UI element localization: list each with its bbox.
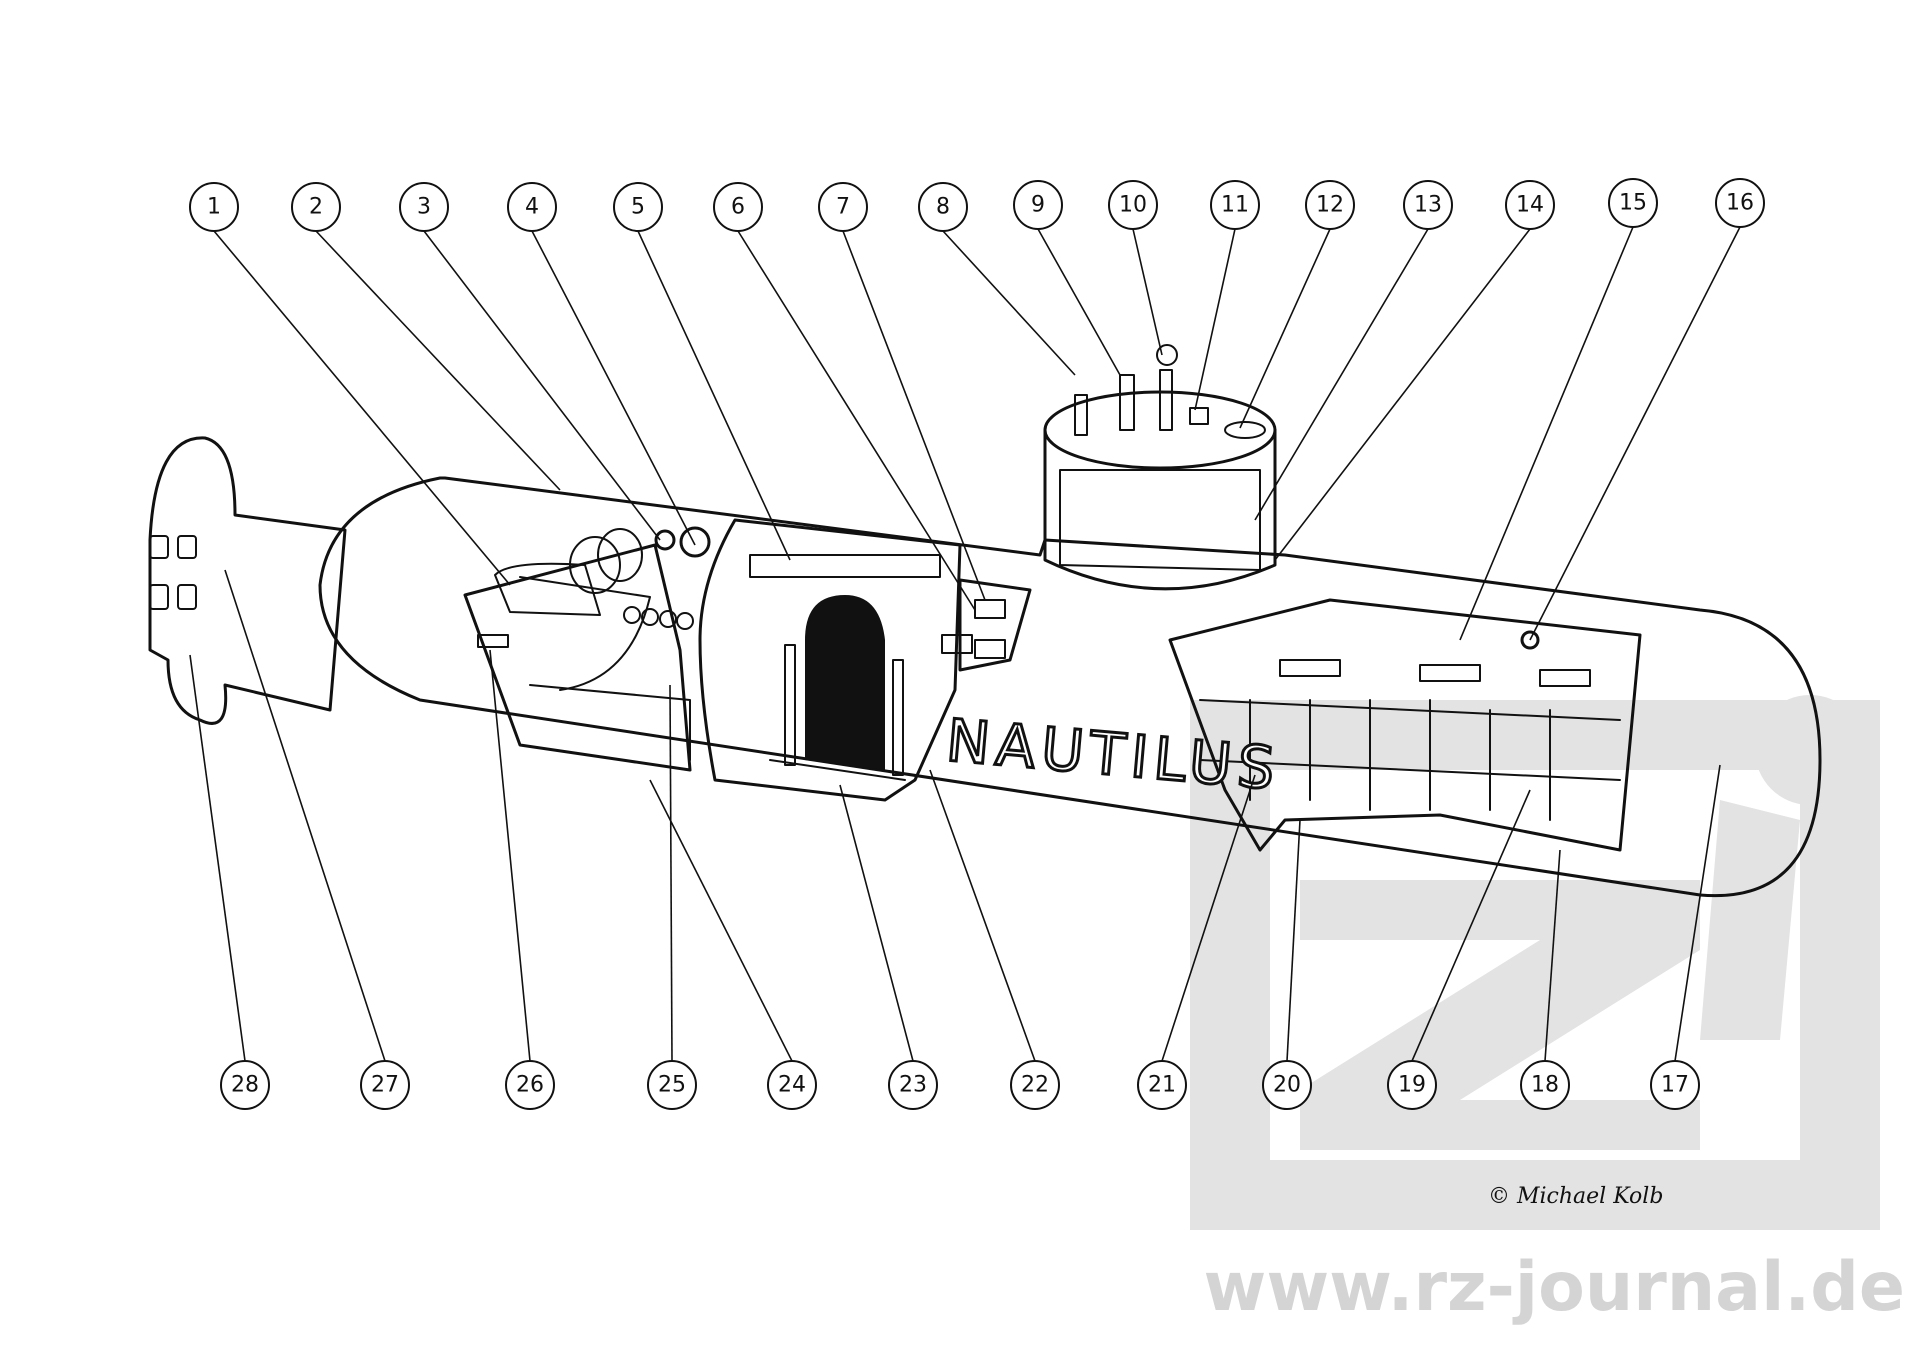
callout-bubble-7 [818,182,868,232]
callout-bubble-19 [1387,1060,1437,1110]
callout-bubble-10 [1108,180,1158,230]
callout-bubble-12 [1305,180,1355,230]
callout-bubble-1 [189,182,239,232]
callout-bubble-26 [505,1060,555,1110]
leader-line-18 [1544,849,1561,1062]
conning-tower [1043,344,1277,591]
callout-bubble-6 [713,182,763,232]
aft-cutaway [1168,598,1642,852]
leader-line-2 [315,230,561,491]
callout-number-21: 21 [1148,1073,1176,1098]
callout-bubble-8 [918,182,968,232]
callout-number-8: 8 [936,195,950,220]
callout-bubble-14 [1505,180,1555,230]
callout-number-11: 11 [1221,193,1249,218]
leader-line-13 [1254,228,1429,521]
leader-line-1 [213,230,511,586]
callout-bubble-22 [1010,1060,1060,1110]
callout-number-12: 12 [1316,193,1344,218]
callout-bubble-15 [1608,178,1658,228]
leader-line-3 [423,230,661,541]
leader-line-14 [1274,228,1531,561]
callout-number-4: 4 [525,195,539,220]
leader-line-5 [637,230,791,561]
callout-bubble-27 [360,1060,410,1110]
callout-bubble-28 [220,1060,270,1110]
leader-line-6 [737,230,976,611]
leader-line-8 [942,230,1076,376]
leader-lines [189,226,1741,1062]
callout-number-15: 15 [1619,191,1647,216]
leader-line-15 [1459,226,1634,641]
leader-line-4 [531,230,696,546]
callout-bubble-13 [1403,180,1453,230]
callout-number-20: 20 [1273,1073,1301,1098]
leader-line-16 [1529,226,1741,641]
central-chamber [698,518,962,802]
callout-number-18: 18 [1531,1073,1559,1098]
leader-line-28 [189,654,246,1062]
callout-bubble-2 [291,182,341,232]
leader-line-22 [929,769,1036,1062]
callout-number-1: 1 [207,195,221,220]
callout-number-2: 2 [309,195,323,220]
leader-line-27 [224,569,386,1062]
callout-number-22: 22 [1021,1073,1049,1098]
leader-line-23 [839,784,914,1062]
callout-number-13: 13 [1414,193,1442,218]
callout-number-10: 10 [1119,193,1147,218]
callout-number-27: 27 [371,1073,399,1098]
callout-number-25: 25 [658,1073,686,1098]
mid-cutaway [941,578,1032,672]
callout-bubble-23 [888,1060,938,1110]
tail-rudder [148,436,347,725]
callout-number-17: 17 [1661,1073,1689,1098]
callout-number-26: 26 [516,1073,544,1098]
hull [318,476,1822,898]
callout-number-24: 24 [778,1073,806,1098]
leader-line-19 [1411,789,1531,1062]
watermark-url: www.rz-journal.de [1204,1248,1905,1327]
callouts-bottom: 28 27 26 25 24 23 22 21 20 19 18 17 [220,1060,1700,1110]
callout-number-23: 23 [899,1073,927,1098]
callout-bubble-20 [1262,1060,1312,1110]
leader-line-11 [1194,228,1236,411]
callout-number-3: 3 [417,195,431,220]
callout-bubble-4 [507,182,557,232]
callout-bubble-21 [1137,1060,1187,1110]
leader-line-20 [1286,819,1301,1062]
callout-number-14: 14 [1516,193,1544,218]
callout-bubble-17 [1650,1060,1700,1110]
callout-bubble-5 [613,182,663,232]
leader-line-24 [649,779,793,1062]
leader-line-17 [1674,764,1721,1062]
callout-number-28: 28 [231,1073,259,1098]
callout-bubble-16 [1715,178,1765,228]
callout-number-9: 9 [1031,193,1045,218]
callout-number-6: 6 [731,195,745,220]
leader-line-9 [1037,228,1121,376]
callout-number-7: 7 [836,195,850,220]
callout-number-16: 16 [1726,191,1754,216]
callout-bubble-25 [647,1060,697,1110]
callout-number-5: 5 [631,195,645,220]
leader-line-21 [1161,774,1256,1062]
forward-cutaway [463,526,711,772]
callout-bubble-18 [1520,1060,1570,1110]
leader-line-25 [669,684,673,1062]
leader-line-12 [1239,228,1331,429]
leader-line-7 [842,230,986,601]
leader-line-26 [489,649,531,1062]
callout-number-19: 19 [1398,1073,1426,1098]
leader-line-10 [1132,228,1163,356]
callout-bubble-24 [767,1060,817,1110]
callout-bubble-9 [1013,180,1063,230]
copyright-signature: © Michael Kolb [1488,1184,1663,1209]
callout-bubble-3 [399,182,449,232]
callout-bubble-11 [1210,180,1260,230]
